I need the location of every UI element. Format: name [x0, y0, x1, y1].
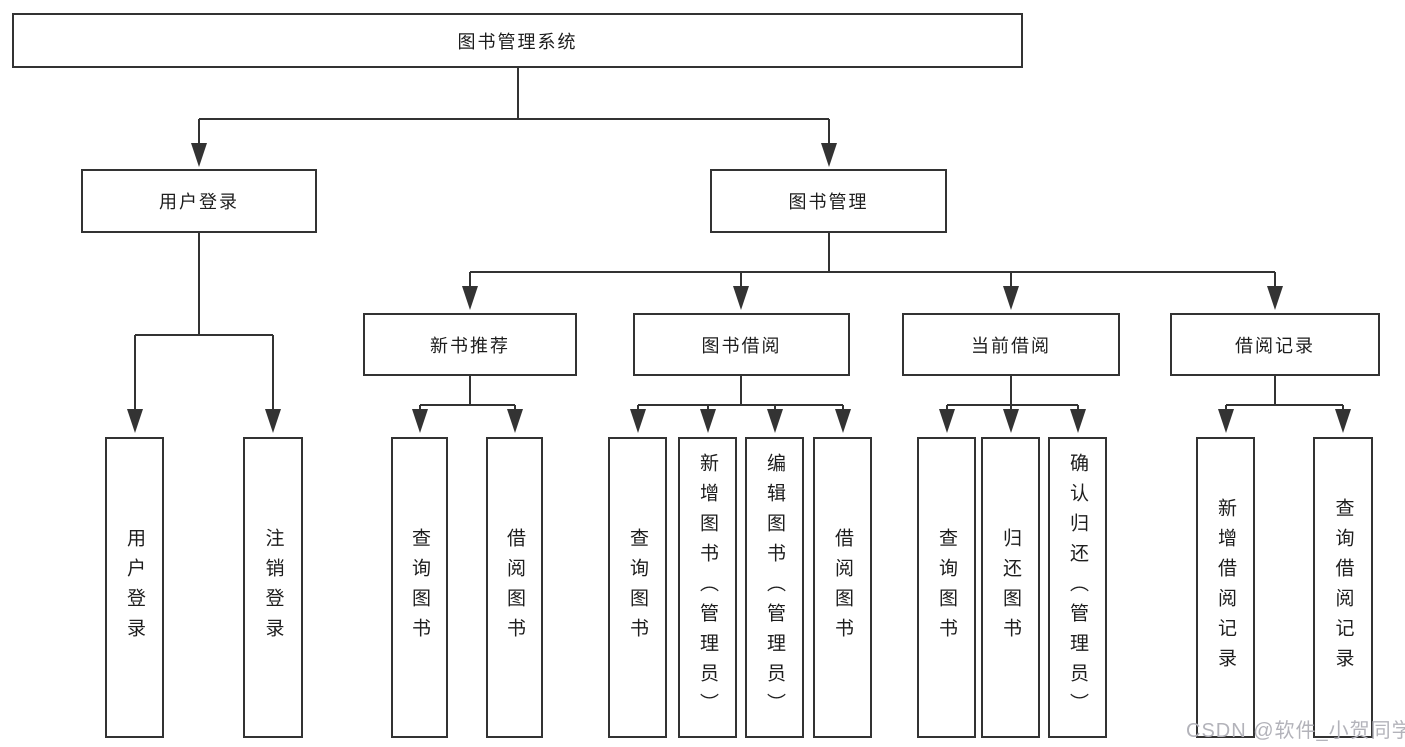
leaf-label: 借阅图书 [832, 527, 853, 648]
node-user-login: 用户登录 [81, 169, 317, 233]
node-book-borrow: 图书借阅 [633, 313, 850, 376]
leaf-label: 归还图书 [1000, 527, 1021, 648]
node-new-book-recommend: 新书推荐 [363, 313, 577, 376]
leaf-label: 新增借阅记录 [1215, 497, 1236, 678]
leaf-label: 新增图书（管理员） [697, 452, 718, 723]
leaf-label: 确认归还（管理员） [1067, 452, 1088, 723]
node-borrow-records: 借阅记录 [1170, 313, 1380, 376]
leaf-current-confirm-return-admin: 确认归还（管理员） [1048, 437, 1107, 738]
leaf-records-add-record: 新增借阅记录 [1196, 437, 1255, 738]
leaf-borrow-query-books: 查询图书 [608, 437, 667, 738]
leaf-recommend-borrow-books: 借阅图书 [486, 437, 543, 738]
leaf-current-return-books: 归还图书 [981, 437, 1040, 738]
leaf-current-query-books: 查询图书 [917, 437, 976, 738]
leaf-logout: 注销登录 [243, 437, 303, 738]
leaf-user-login: 用户登录 [105, 437, 164, 738]
leaf-borrow-edit-books-admin: 编辑图书（管理员） [745, 437, 804, 738]
leaf-records-query-record: 查询借阅记录 [1313, 437, 1373, 738]
leaf-label: 借阅图书 [504, 527, 525, 648]
leaf-label: 查询图书 [627, 527, 648, 648]
node-current-borrow: 当前借阅 [902, 313, 1120, 376]
leaf-recommend-query-books: 查询图书 [391, 437, 448, 738]
leaf-label: 查询图书 [936, 527, 957, 648]
node-book-management: 图书管理 [710, 169, 947, 233]
leaf-borrow-borrow-books: 借阅图书 [813, 437, 872, 738]
watermark: CSDN @软件_小贺同学 [1186, 720, 1405, 742]
leaf-label: 编辑图书（管理员） [764, 452, 785, 723]
leaf-label: 用户登录 [124, 527, 145, 648]
leaf-label: 查询借阅记录 [1332, 497, 1354, 678]
leaf-label: 注销登录 [262, 527, 284, 648]
leaf-label: 查询图书 [409, 527, 430, 648]
leaf-borrow-add-books-admin: 新增图书（管理员） [678, 437, 737, 738]
node-root-system: 图书管理系统 [12, 13, 1023, 68]
